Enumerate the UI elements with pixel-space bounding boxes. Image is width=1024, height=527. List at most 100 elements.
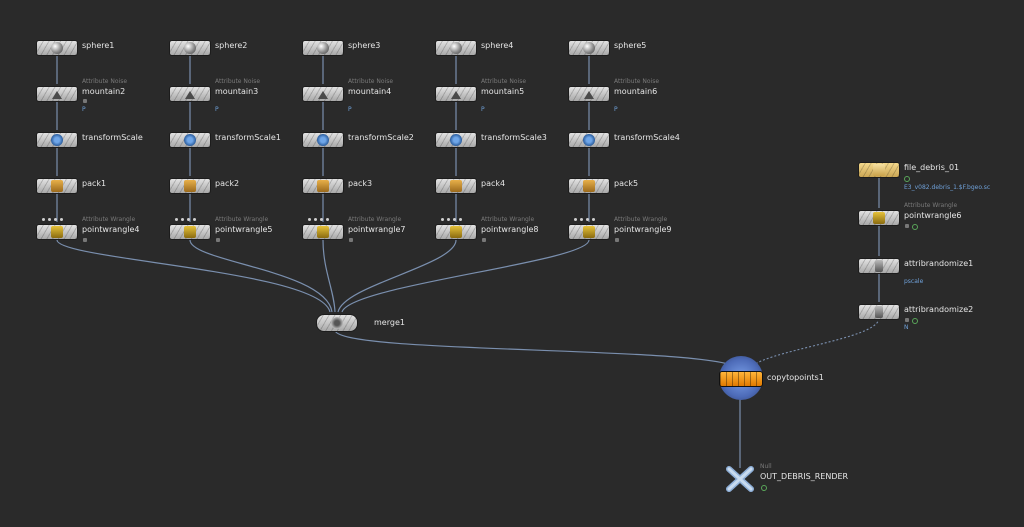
node-label: transformScale4 [614,133,680,142]
node-label: attribrandomize2 [904,305,974,314]
node-body[interactable] [568,132,610,148]
node-type-label: Attribute Noise [481,78,527,85]
node-type-label: Attribute Noise [82,78,128,85]
mountain-icon [184,88,196,100]
node-label: pointwrangle4 [82,225,140,234]
node-label: pack2 [215,179,240,188]
node-body[interactable] [858,162,900,178]
node-label: file_debris_01 [904,163,960,172]
sphere-icon [450,42,462,54]
node-body[interactable] [302,40,344,56]
node-param: P [481,106,485,113]
file-icon [873,164,885,176]
node-body[interactable] [316,314,358,332]
status-circle [912,224,918,230]
status-circle [761,485,767,491]
node-body[interactable] [169,224,211,240]
node-label: sphere3 [348,41,381,50]
pack-icon [51,180,63,192]
node-body[interactable] [36,86,78,102]
node-type-label: Attribute Noise [614,78,660,85]
lock-icon [615,238,619,242]
node-label: pack5 [614,179,639,188]
node-body[interactable] [858,210,900,226]
sphere-icon [184,42,196,54]
node-label: pack3 [348,179,373,188]
node-body[interactable] [36,178,78,194]
lock-icon [83,238,87,242]
wrangle-icon [51,226,63,238]
transform-icon [184,134,196,146]
node-body[interactable] [435,132,477,148]
node-body[interactable] [36,132,78,148]
node-body[interactable] [169,132,211,148]
attrib-icon [875,306,883,318]
transform-icon [583,134,595,146]
node-label: transformScale [82,133,143,142]
node-label: transformScale2 [348,133,414,142]
node-body[interactable] [568,178,610,194]
node-type-label: Attribute Wrangle [82,216,136,223]
node-body[interactable] [169,178,211,194]
wrangle-icon [873,212,885,224]
node-body[interactable] [302,224,344,240]
node-label: OUT_DEBRIS_RENDER [760,472,849,481]
mountain-icon [51,88,63,100]
node-body[interactable] [435,86,477,102]
transform-icon [317,134,329,146]
node-body[interactable] [568,224,610,240]
node-body[interactable] [435,40,477,56]
node-param: P [348,106,352,113]
node-body[interactable] [858,304,900,320]
node-param: P [82,106,86,113]
node-body[interactable] [169,86,211,102]
node-label: sphere4 [481,41,514,50]
node-label: merge1 [374,318,405,327]
lock-icon [905,318,909,322]
node-body[interactable] [169,40,211,56]
node-type-label: Attribute Wrangle [904,202,958,209]
node-param: P [614,106,618,113]
lock-icon [216,238,220,242]
pack-icon [317,180,329,192]
node-body[interactable] [568,40,610,56]
node-body[interactable] [719,371,763,387]
node-body[interactable] [302,178,344,194]
transform-icon [51,134,63,146]
node-label: mountain6 [614,87,658,96]
node-body[interactable] [858,258,900,274]
input-dots [175,218,196,221]
pack-icon [583,180,595,192]
node-body[interactable] [568,86,610,102]
node-type-label: Attribute Noise [215,78,261,85]
node-type-label: Attribute Wrangle [215,216,269,223]
node-label: transformScale3 [481,133,547,142]
node-body[interactable] [36,40,78,56]
node-type-label: Attribute Wrangle [481,216,535,223]
node-label: mountain3 [215,87,259,96]
node-body[interactable] [36,224,78,240]
node-label: mountain5 [481,87,525,96]
node-label: pointwrangle8 [481,225,539,234]
node-label: sphere5 [614,41,647,50]
sphere-icon [51,42,63,54]
lock-icon [905,224,909,228]
node-label: attribrandomize1 [904,259,974,268]
node-type-label: Attribute Wrangle [614,216,668,223]
node-type-label: Attribute Noise [348,78,394,85]
status-circle [912,318,918,324]
node-body[interactable] [302,132,344,148]
node-param: P [215,106,219,113]
wrangle-icon [450,226,462,238]
node-label: copytopoints1 [767,373,824,382]
node-body[interactable] [435,224,477,240]
status-circle [904,176,910,182]
node-body[interactable] [302,86,344,102]
node-type-label: Attribute Wrangle [348,216,402,223]
node-label: pack4 [481,179,506,188]
node-label: pack1 [82,179,107,188]
node-body[interactable] [435,178,477,194]
node-label: sphere1 [82,41,115,50]
